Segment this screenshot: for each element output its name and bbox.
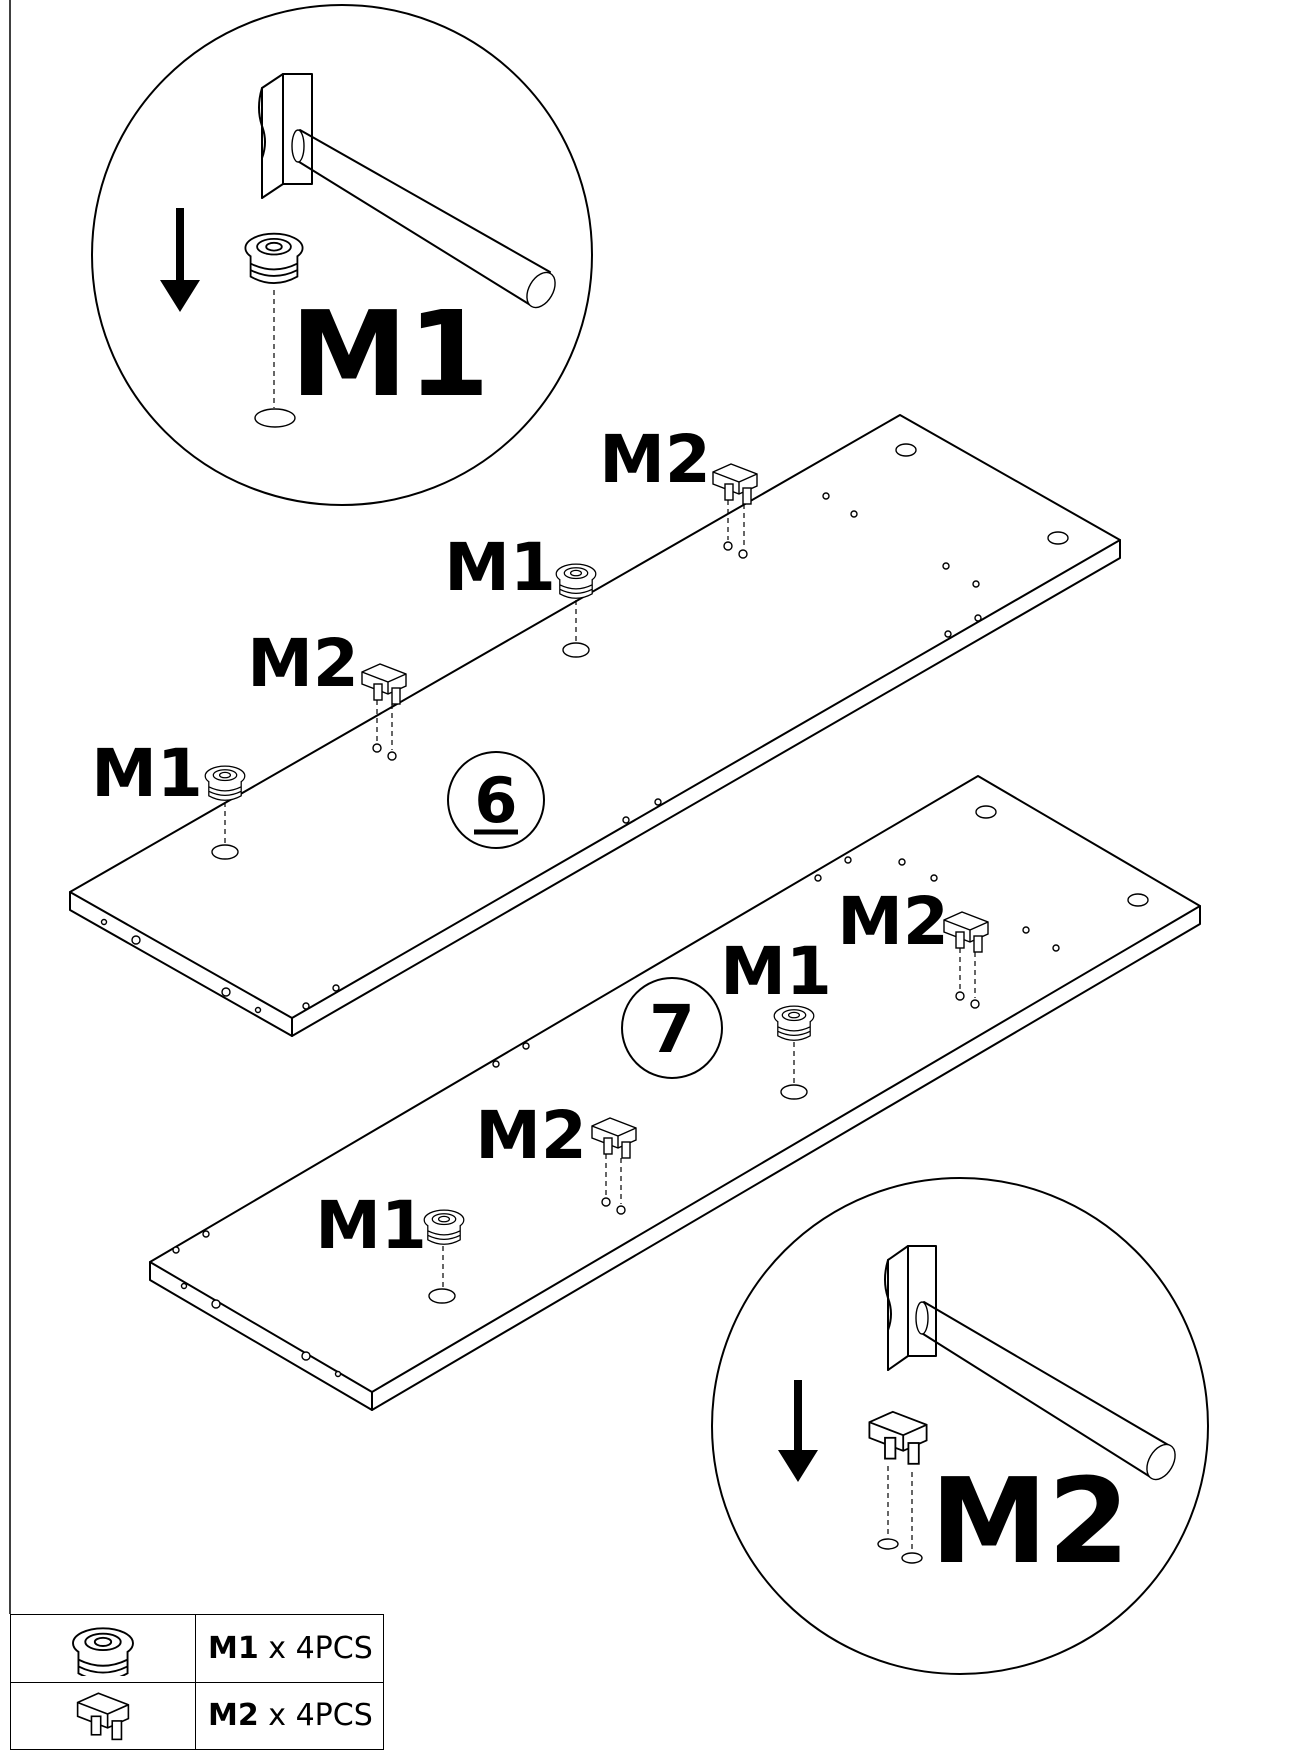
m2-label: M2 <box>599 421 711 498</box>
svg-text:6: 6 <box>474 764 517 837</box>
m2-label: M2 <box>837 883 949 960</box>
board-6-holes <box>100 443 1069 1014</box>
m1-detail-callout: M1 <box>91 4 593 506</box>
shelf-clip-icon <box>712 463 758 505</box>
cam-lock-nut-icon <box>773 1005 815 1041</box>
cam-lock-nut-icon <box>555 563 597 599</box>
m1-label: M1 <box>91 735 203 812</box>
panel-6: M2 M1 M2 M1 6 <box>69 414 1121 1037</box>
m1-label: M1 <box>720 933 832 1010</box>
part-qty: x 4PCS <box>268 1698 373 1734</box>
cam-lock-nut-icon <box>204 765 246 801</box>
step-7-badge: 7 <box>621 977 723 1079</box>
shelf-clip-icon <box>361 663 407 705</box>
down-arrow-icon <box>778 1380 818 1482</box>
parts-row-m1: M1 x 4PCS <box>10 1614 384 1683</box>
m1-label: M1 <box>315 1187 427 1264</box>
m2-label: M2 <box>475 1097 587 1174</box>
part-code: M1 <box>208 1630 259 1666</box>
m2-detail-callout: M2 <box>711 1177 1209 1675</box>
part-qty: x 4PCS <box>268 1630 373 1666</box>
parts-row-m2: M2 x 4PCS <box>10 1681 384 1750</box>
parts-list: M1 x 4PCS M2 x 4PCS <box>10 1614 384 1750</box>
part-code: M2 <box>208 1698 259 1734</box>
cam-lock-nut-icon <box>423 1209 465 1245</box>
cam-lock-nut-icon <box>244 232 304 285</box>
panel-7: M2 M1 M2 M1 7 <box>149 775 1201 1411</box>
step-6-badge: 6 <box>447 751 545 849</box>
shelf-clip-icon <box>943 911 989 953</box>
svg-text:7: 7 <box>649 991 695 1068</box>
board-7-holes <box>172 805 1149 1378</box>
m2-label: M2 <box>247 625 359 702</box>
m1-callout-label: M1 <box>290 285 490 423</box>
shelf-clip-icon <box>591 1117 637 1159</box>
m1-label: M1 <box>444 529 556 606</box>
shelf-clip-icon <box>76 1692 130 1740</box>
cam-lock-nut-icon <box>72 1627 134 1682</box>
down-arrow-icon <box>160 208 200 312</box>
m2-callout-label: M2 <box>930 1452 1130 1590</box>
